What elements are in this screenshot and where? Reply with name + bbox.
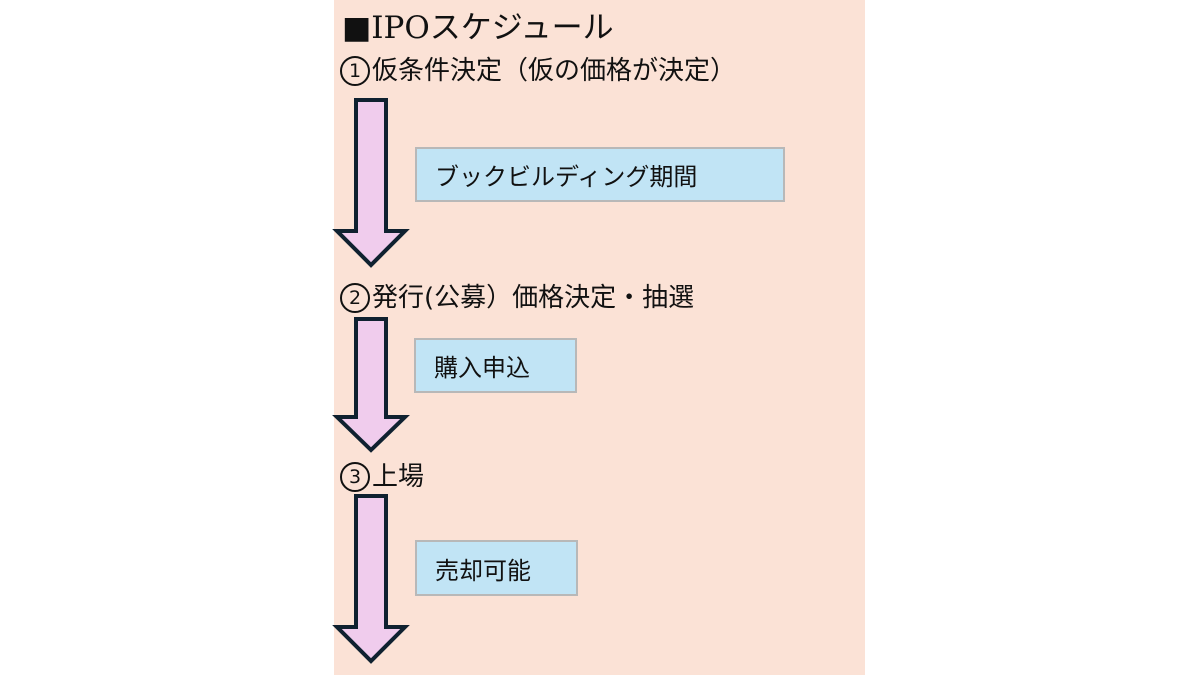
phase-box-sellable-label: 売却可能 [435,556,531,585]
phase-box-application-label: 購入申込 [434,354,530,382]
phase-box-sellable: 売却可能 [415,540,578,596]
down-arrow-1 [332,98,410,268]
circled-number-2: 2 [340,283,370,313]
flow-arrows [332,98,410,664]
phase-box-bookbuilding: ブックビルディング期間 [415,147,785,202]
step-2-label: 発行(公募）価格決定・抽選 [372,283,695,313]
phase-box-bookbuilding-label: ブックビルディング期間 [435,163,698,191]
down-arrow-3 [332,494,410,664]
circled-number-3: 3 [340,462,370,492]
down-arrow-2 [332,317,410,453]
step-1-label: 仮条件決定（仮の価格が決定） [372,56,737,86]
diagram-title: ■IPOスケジュール [342,10,614,46]
step-3-label: 上場 [372,462,425,492]
phase-box-application: 購入申込 [414,338,577,393]
circled-number-1: 1 [340,56,370,86]
